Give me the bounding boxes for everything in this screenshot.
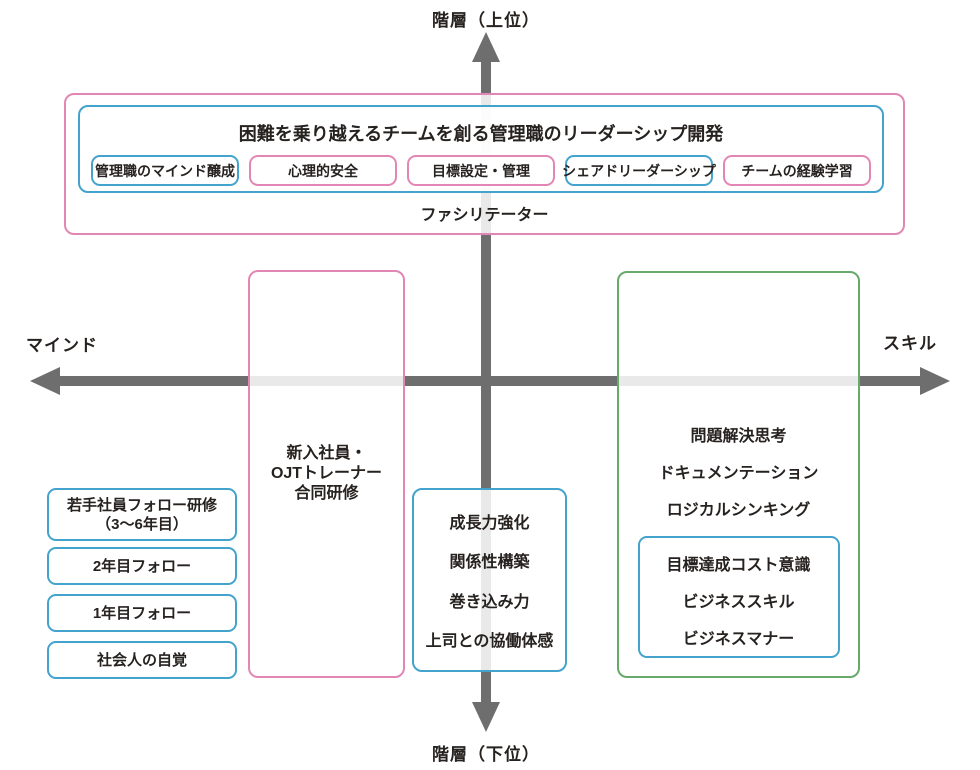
- topic-pill-manager-mindset: 管理職のマインド醸成: [91, 155, 239, 186]
- joint-training-line: 新入社員・: [286, 445, 367, 462]
- growth-item: 成長力強化: [449, 515, 530, 533]
- axis-label-mind: マインド: [26, 336, 98, 355]
- arrow-down-icon: [472, 702, 500, 732]
- leadership-inner-box: 困難を乗り越えるチームを創る管理職のリーダーシップ開発 管理職のマインド醸成 心…: [78, 105, 884, 193]
- horizontal-axis-line: [58, 376, 922, 386]
- topic-pill-psychological-safety: 心理的安全: [249, 155, 397, 186]
- business-basics-item: ビジネスマナー: [682, 631, 795, 648]
- followup-box-social-awareness: 社会人の自覚: [47, 641, 237, 679]
- business-basics-item: 目標達成コスト意識: [666, 557, 811, 574]
- joint-training-box: 新入社員・ OJTトレーナー 合同研修: [248, 270, 405, 678]
- skills-box: 問題解決思考 ドキュメンテーション ロジカルシンキング 目標達成コスト意識 ビジ…: [617, 271, 860, 678]
- topic-pill-shared-leadership: シェアドリーダーシップ: [562, 155, 716, 186]
- facilitator-label: ファシリテーター: [420, 207, 549, 224]
- leadership-title: 困難を乗り越えるチームを創る管理職のリーダーシップ開発: [238, 124, 724, 144]
- growth-box: 成長力強化 関係性構築 巻き込み力 上司との協働体感: [412, 488, 567, 672]
- axis-label-hierarchy-upper: 階層（上位）: [432, 11, 540, 30]
- arrow-up-icon: [472, 32, 500, 62]
- axis-label-hierarchy-lower: 階層（下位）: [432, 745, 540, 764]
- skills-item: 問題解決思考: [690, 428, 787, 445]
- business-basics-items: 目標達成コスト意識 ビジネススキル ビジネスマナー: [640, 547, 838, 658]
- leadership-section-box: 困難を乗り越えるチームを創る管理職のリーダーシップ開発 管理職のマインド醸成 心…: [64, 93, 905, 235]
- skills-item: ドキュメンテーション: [658, 465, 819, 482]
- joint-training-line: 合同研修: [294, 485, 359, 502]
- followup-box-young-employees: 若手社員フォロー研修 （3～6年目）: [47, 488, 237, 541]
- followup-box-line: 若手社員フォロー研修: [66, 496, 217, 514]
- followup-box-line: （3～6年目）: [96, 515, 188, 533]
- topic-pill-team-experiential-learning: チームの経験学習: [723, 155, 871, 186]
- business-basics-item: ビジネススキル: [682, 594, 795, 611]
- skills-item: ロジカルシンキング: [666, 502, 811, 519]
- joint-training-line: OJTトレーナー: [270, 465, 383, 482]
- axis-label-skill: スキル: [883, 334, 937, 353]
- topic-pill-goal-setting: 目標設定・管理: [407, 155, 555, 186]
- arrow-right-icon: [920, 367, 950, 395]
- growth-item: 巻き込み力: [449, 593, 530, 611]
- arrow-left-icon: [30, 367, 60, 395]
- leadership-topics-row: 管理職のマインド醸成 心理的安全 目標設定・管理 シェアドリーダーシップ チーム…: [80, 155, 882, 186]
- growth-item: 上司との協働体感: [425, 632, 554, 650]
- business-basics-box: 目標達成コスト意識 ビジネススキル ビジネスマナー: [637, 536, 840, 658]
- followup-box-year2: 2年目フォロー: [47, 547, 237, 585]
- skills-items: 問題解決思考 ドキュメンテーション ロジカルシンキング: [619, 418, 858, 529]
- followup-box-year1: 1年目フォロー: [47, 594, 237, 632]
- growth-item: 関係性構築: [449, 554, 530, 572]
